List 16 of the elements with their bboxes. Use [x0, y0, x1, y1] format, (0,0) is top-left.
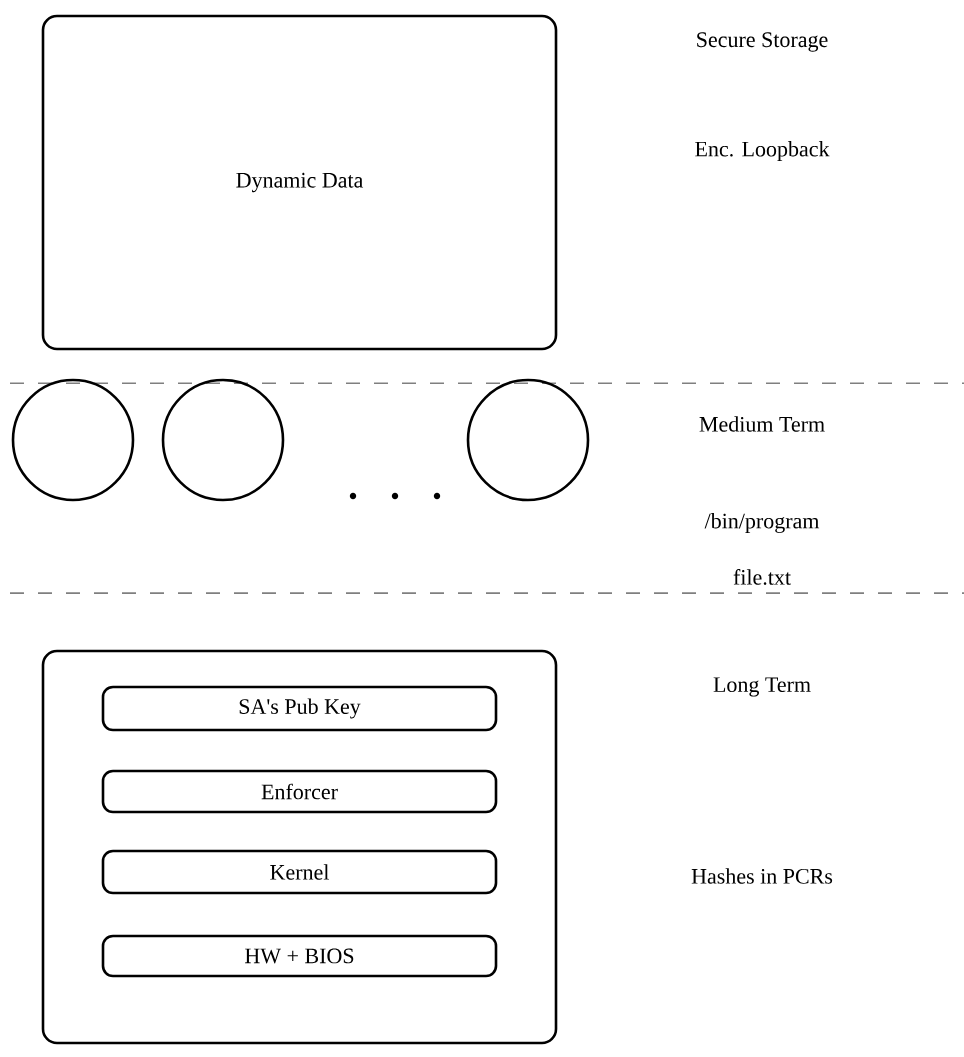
section-label: Long Term — [713, 677, 811, 697]
section-label: file.txt — [733, 569, 791, 585]
section-label: /bin/program — [704, 513, 820, 533]
layer-box: Kernel — [101, 849, 498, 895]
section-label: Medium Term — [699, 416, 825, 432]
section-label: Enc. Loopback — [695, 141, 830, 161]
section-label: Hashes in PCRs — [691, 868, 833, 884]
circle-shape — [161, 378, 285, 502]
layer-box: Enforcer — [101, 769, 498, 814]
rounded-box — [41, 649, 558, 1045]
circle-shape — [466, 378, 590, 502]
section-label: Secure Storage — [697, 32, 828, 52]
data-box: Dynamic Data — [41, 14, 558, 351]
circle-shape — [11, 378, 135, 502]
layer-box: HW + BIOS — [101, 934, 498, 978]
layer-box: SA's Pub Key — [101, 685, 498, 732]
